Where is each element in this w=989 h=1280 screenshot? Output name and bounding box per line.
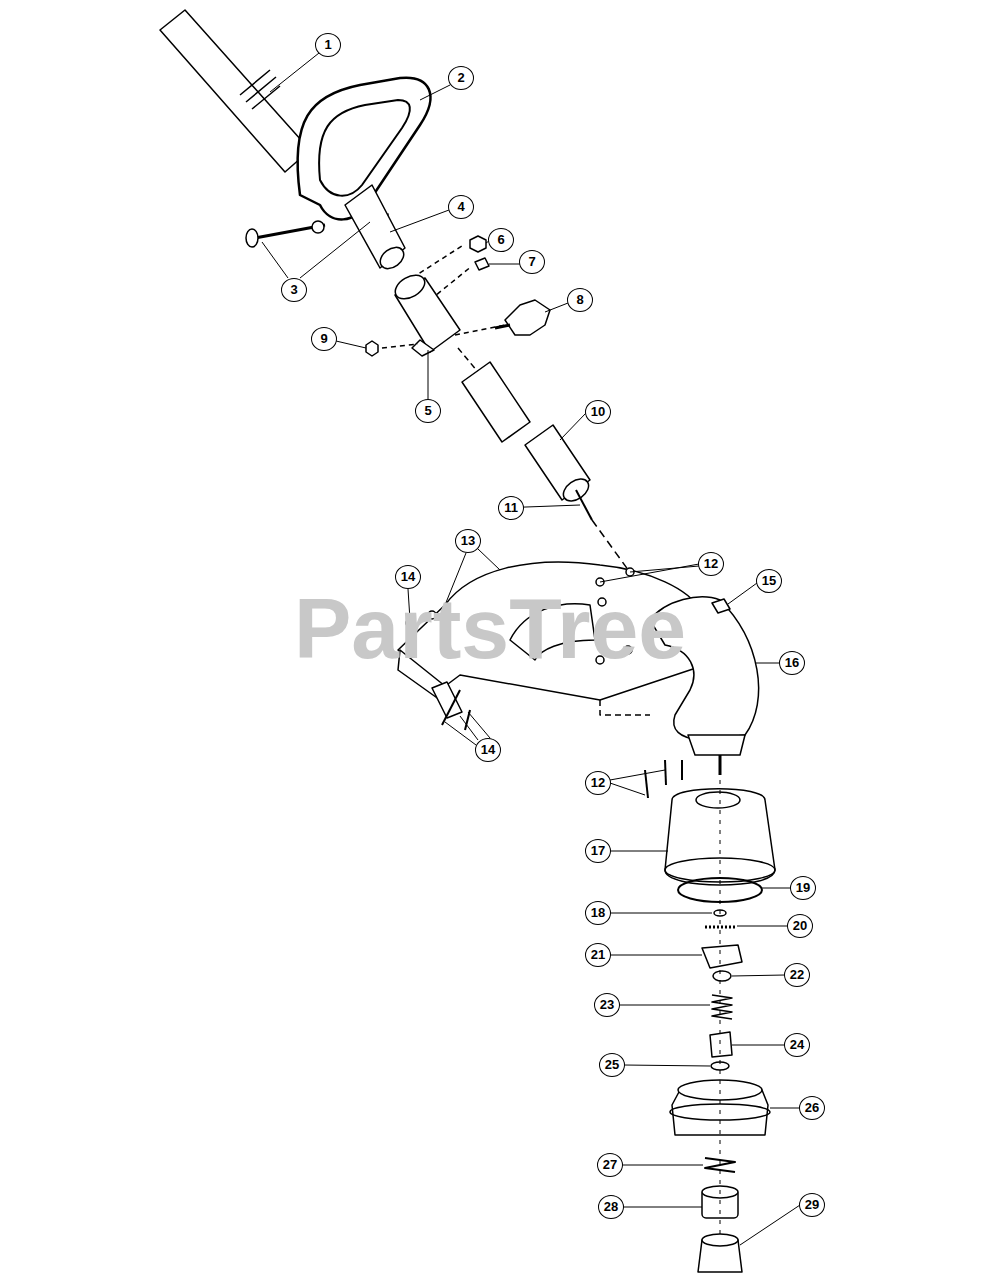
callout-number: 14 bbox=[475, 738, 501, 762]
callout-number: 11 bbox=[498, 496, 524, 520]
callout-number: 20 bbox=[787, 914, 813, 938]
callout-number: 24 bbox=[784, 1033, 810, 1057]
callout-number: 2 bbox=[448, 66, 474, 90]
callout-number: 1 bbox=[315, 33, 341, 57]
callout-number: 28 bbox=[598, 1195, 624, 1219]
callout-number: 29 bbox=[799, 1193, 825, 1217]
callout-number: 19 bbox=[790, 876, 816, 900]
callout-number: 7 bbox=[519, 250, 545, 274]
callout-number: 12 bbox=[585, 771, 611, 795]
callout-number: 10 bbox=[585, 400, 611, 424]
callout-number: 25 bbox=[599, 1053, 625, 1077]
callout-number: 13 bbox=[455, 529, 481, 553]
callout-number: 5 bbox=[415, 399, 441, 423]
callout-number: 17 bbox=[585, 839, 611, 863]
callout-number: 8 bbox=[567, 288, 593, 312]
callout-number: 6 bbox=[488, 228, 514, 252]
callout-number: 21 bbox=[585, 943, 611, 967]
callout-number: 15 bbox=[756, 569, 782, 593]
callout-number: 3 bbox=[281, 278, 307, 302]
callout-number: 27 bbox=[597, 1153, 623, 1177]
callout-number: 4 bbox=[448, 195, 474, 219]
watermark: PartsTree bbox=[294, 579, 686, 678]
callout-number: 9 bbox=[311, 327, 337, 351]
callout-number: 12 bbox=[698, 552, 724, 576]
callout-number: 18 bbox=[585, 901, 611, 925]
callout-number: 26 bbox=[799, 1096, 825, 1120]
callout-number: 23 bbox=[594, 993, 620, 1017]
callout-number: 16 bbox=[779, 651, 805, 675]
callout-number: 22 bbox=[784, 963, 810, 987]
